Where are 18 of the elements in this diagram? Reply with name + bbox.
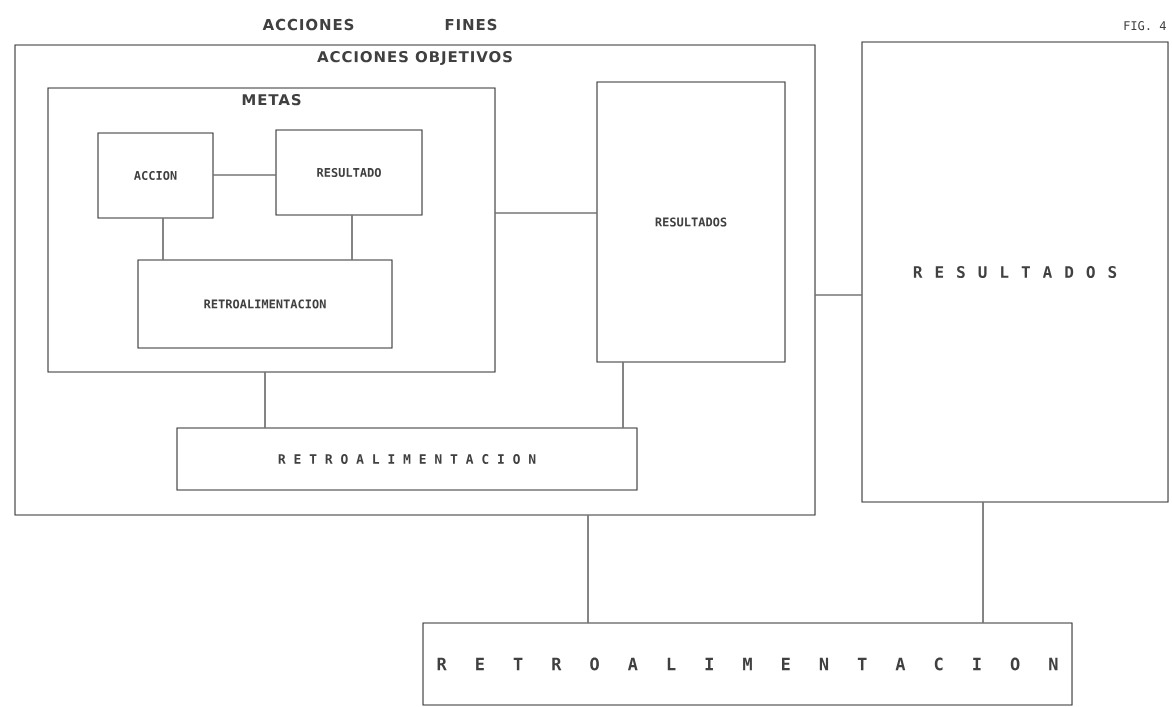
connector-line	[212, 174, 277, 176]
connector-line	[494, 212, 598, 214]
figure-number: FIG. 4	[1124, 21, 1166, 31]
connector-line	[622, 361, 624, 429]
connector-line	[587, 514, 589, 624]
connector-line	[982, 501, 984, 624]
connector-line	[162, 217, 164, 261]
process-box: RESULTADOS	[596, 81, 786, 363]
connector-line	[264, 371, 266, 429]
connector-line	[814, 294, 863, 296]
process-box: RESULTADO	[275, 129, 423, 216]
process-box: RETROALIMENTACION	[137, 259, 393, 349]
process-box: R E T R O A L I M E N T A C I O N	[176, 427, 638, 491]
process-box: ACCION	[97, 132, 214, 219]
process-box: R E S U L T A D O S	[861, 41, 1169, 503]
connector-line	[351, 214, 353, 261]
process-box: R E T R O A L I M E N T A C I O N	[422, 622, 1073, 706]
heading: ACCIONES FINES	[262, 18, 497, 31]
